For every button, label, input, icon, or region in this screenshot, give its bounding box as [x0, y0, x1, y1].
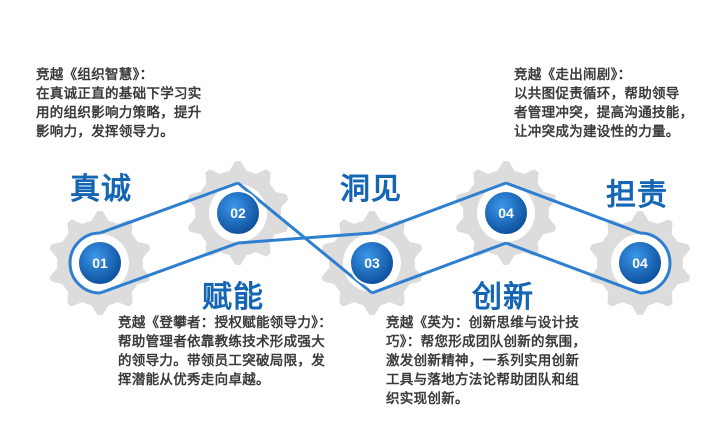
belt-line-3-4-top [371, 181, 507, 235]
belt-lines [99, 181, 641, 295]
belt-line-2-3-bottom [237, 231, 373, 245]
description-out-of-drama: 竞越《走出闹剧》： 以共图促责循环，帮助领导 者管理冲突，提高沟通技能， 让冲突… [514, 67, 694, 140]
description-innovation-thinking: 竞越《英为：创新思维与设计技 巧》：帮您形成团队创新的氛围， 激发创新精神，一系… [386, 315, 587, 407]
badge-03-label: 03 [364, 255, 380, 271]
badge-02-label: 02 [230, 205, 246, 221]
keyword-dongjian: 洞见 [340, 172, 402, 207]
belt-line-3-4-bottom [371, 241, 507, 295]
belt-line-1-2-bottom [99, 241, 239, 295]
belt-line-1-2-top [99, 181, 239, 235]
badge-02: 02 [215, 190, 261, 236]
belt-arc-left [68, 231, 101, 295]
keyword-chuangxin: 创新 [472, 280, 534, 315]
badge-04a: 04 [483, 190, 529, 236]
badge-03: 03 [349, 240, 395, 286]
belt-line-4-5-bottom [505, 241, 641, 295]
description-climber-empowerment: 竞越《登攀者：授权赋能领导力》： 帮助管理者依靠教练技术形成强大 的领导力。带领… [118, 315, 333, 388]
description-organization-wisdom: 竞越《组织智慧》： 在真诚正直的基础下学习实 用的组织影响力策略，提升 影响力，… [36, 67, 202, 140]
keyword-funeng: 赋能 [202, 280, 264, 315]
badge-04a-label: 04 [498, 205, 514, 221]
belt-arc-right [639, 231, 672, 295]
badge-04b: 04 [617, 240, 663, 286]
badge-01-label: 01 [92, 255, 108, 271]
keyword-danze: 担责 [606, 178, 668, 213]
belt-line-4-5-top [505, 181, 641, 235]
badge-01: 01 [77, 240, 123, 286]
keyword-zhencheng: 真诚 [70, 172, 132, 207]
belt-arcs [68, 231, 672, 295]
badge-04b-label: 04 [632, 255, 648, 271]
